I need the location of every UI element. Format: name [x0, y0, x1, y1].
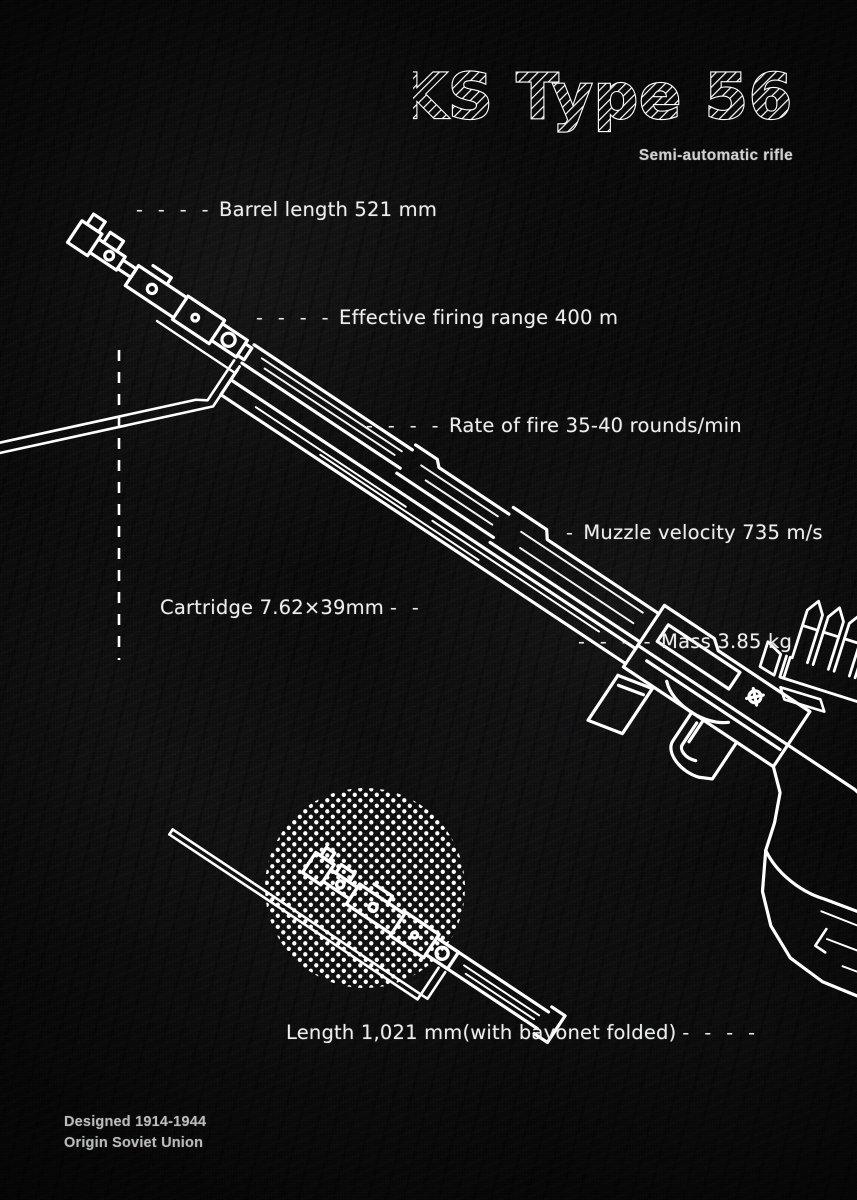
title-chalk-lettering: SKS Type 56: [413, 59, 793, 134]
leader-dashes: - - - -: [578, 631, 656, 653]
page-title: SKS Type 56: [413, 58, 793, 136]
stripper-clip: [758, 599, 857, 719]
cleaning-rod: [155, 319, 237, 375]
callout-firing-range: - - - -Effective firing range 400 m: [256, 306, 618, 329]
footer-credits: Designed 1914-1944 Origin Soviet Union: [64, 1112, 206, 1154]
leader-dashes: - - - -: [682, 1022, 760, 1044]
callout-label: Effective firing range 400 m: [339, 306, 619, 329]
leader-dashes: - -: [389, 597, 424, 619]
butt-stock: [760, 848, 857, 1015]
svg-text:SKS Type 56: SKS Type 56: [413, 60, 793, 133]
detail-gas-block: [344, 882, 461, 971]
stock-wood-grain: [820, 910, 857, 1015]
detail-shading: [463, 964, 541, 1021]
detail-bayonet: [168, 828, 447, 1001]
callout-label: Rate of fire 35-40 rounds/min: [449, 414, 742, 437]
callout-cartridge: Cartridge 7.62×39mm- -: [160, 596, 423, 619]
callout-barrel-length: - - - -Barrel length 521 mm: [136, 198, 437, 221]
bolt-handle: [779, 685, 826, 713]
stock-wrist: [764, 743, 857, 852]
callout-label: Barrel length 521 mm: [219, 198, 438, 221]
leader-dashes: - - - -: [256, 307, 334, 329]
receiver: [621, 603, 812, 769]
callout-rate-of-fire: - - - -Rate of fire 35-40 rounds/min: [366, 414, 742, 437]
page-subtitle: Semi-automatic rifle: [638, 147, 793, 164]
leader-dashes: - - - -: [366, 415, 444, 437]
trigger-group: [669, 710, 739, 781]
callout-label: Length 1,021 mm(with bayonet folded): [286, 1021, 677, 1044]
barrel-shading: [260, 357, 644, 625]
barrel-and-handguard: [240, 343, 661, 644]
gas-block: [123, 263, 254, 362]
forend-grain: [254, 406, 600, 633]
callout-overall-length: Length 1,021 mm(with bayonet folded)- - …: [286, 1021, 759, 1044]
leader-dashes: -: [566, 522, 578, 544]
detail-barrel: [445, 950, 567, 1045]
callout-label: Cartridge 7.62×39mm: [160, 596, 384, 619]
magazine: [586, 673, 656, 736]
sling-swivel: [813, 927, 828, 954]
callout-label: Mass 3.85 kg: [661, 630, 793, 653]
callout-mass: - - - -Mass 3.85 kg: [578, 630, 792, 653]
folded-bayonet: [0, 359, 241, 595]
callout-label: Muzzle velocity 735 m/s: [583, 521, 823, 544]
footer-designed: Designed 1914-1944: [64, 1113, 207, 1130]
footer-origin: Origin Soviet Union: [64, 1134, 204, 1151]
leader-dashes: - - - -: [136, 199, 214, 221]
callout-muzzle-velocity: -Muzzle velocity 735 m/s: [566, 521, 823, 544]
cartridges: [790, 599, 857, 685]
